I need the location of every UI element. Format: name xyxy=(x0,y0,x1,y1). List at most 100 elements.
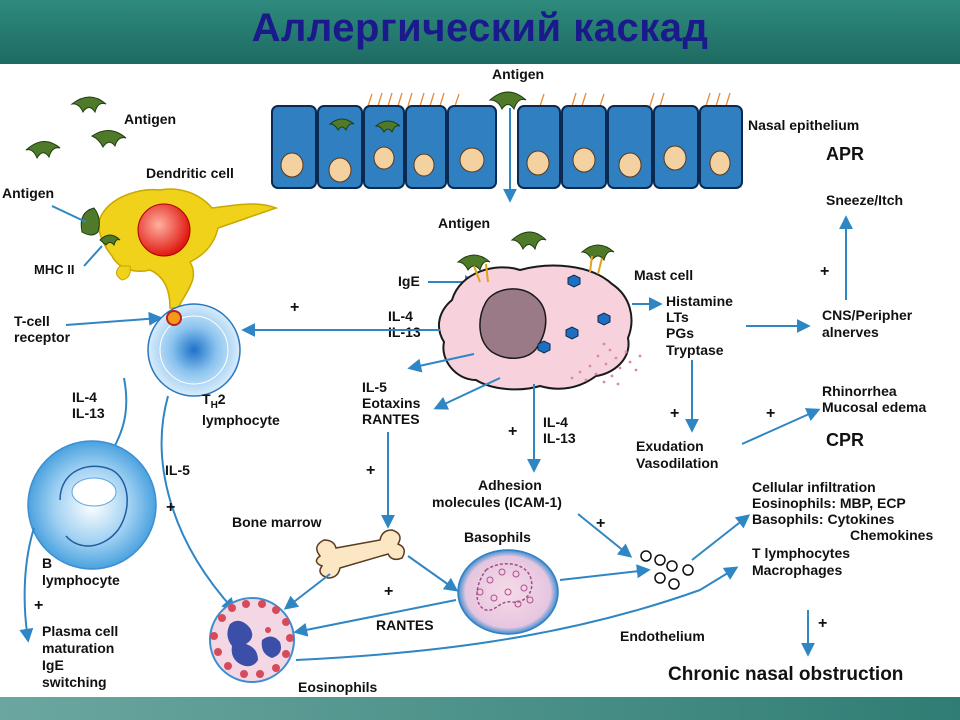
epithelium-cilia xyxy=(367,92,731,107)
il5-eot-label-1: IL-5 xyxy=(362,379,387,395)
plasma-label-2: maturation xyxy=(42,640,114,656)
il4-left-label: IL-4 xyxy=(72,389,97,405)
arrow-mast-to-il5 xyxy=(407,353,475,373)
basophils-label: Basophils xyxy=(464,529,531,545)
mast-cell xyxy=(437,244,642,391)
il4-mast-label: IL-4 xyxy=(388,308,413,324)
sneeze-label: Sneeze/Itch xyxy=(826,192,903,208)
adhesion-label-1: Adhesion xyxy=(478,477,542,493)
eosinophils-label: Eosinophils xyxy=(298,679,378,695)
apr-label: APR xyxy=(826,144,864,164)
arrow-tcell-receptor xyxy=(65,311,163,326)
title-bar: Аллергический каскад xyxy=(0,0,960,64)
tcell-receptor-label-1: T-cell xyxy=(14,313,50,329)
slide-title: Аллергический каскад xyxy=(251,6,709,50)
plasma-label-4: switching xyxy=(42,674,107,690)
th2-lymphocyte xyxy=(147,303,241,397)
chronic-label: Chronic nasal obstruction xyxy=(668,664,903,685)
b-lymph-label-1: B xyxy=(42,555,52,571)
cellular-label-4: Chemokines xyxy=(850,527,933,543)
plus-sign: + xyxy=(34,597,43,614)
plus-sign: + xyxy=(290,299,299,316)
endothelium-label: Endothelium xyxy=(620,628,705,644)
cellular-label-5: T lymphocytes xyxy=(752,545,850,561)
il13-mid-label: IL-13 xyxy=(543,430,576,446)
plus-sign: + xyxy=(166,499,175,516)
arrow-bone-to-basophils xyxy=(407,555,459,592)
cellular-label-2: Eosinophils: MBP, ECP xyxy=(752,495,906,511)
plasma-label-3: IgE xyxy=(42,657,64,673)
arrow-endothelium-to-cellular xyxy=(691,514,751,561)
bone-icon xyxy=(315,529,405,579)
arrow-bone-to-eosinophils xyxy=(283,573,331,610)
antigen-cluster-label: Antigen xyxy=(124,111,176,127)
leader-antigen xyxy=(51,205,87,223)
rhinorrhea-label: Rhinorrhea xyxy=(822,383,897,399)
mediator-histamine: Histamine xyxy=(666,293,733,309)
plus-sign: + xyxy=(366,462,375,479)
epithelium-antigens xyxy=(328,118,401,134)
il4-mid-label: IL-4 xyxy=(543,414,568,430)
arrow-mast-to-eotaxins xyxy=(433,377,501,410)
cellular-label-3: Basophils: Cytokines xyxy=(752,511,895,527)
basophil-cell xyxy=(457,549,559,635)
il5-label: IL-5 xyxy=(165,462,190,478)
b-lymph-label-2: lymphocyte xyxy=(42,572,120,588)
epithelium-nuclei xyxy=(280,145,731,183)
cellular-label-6: Macrophages xyxy=(752,562,842,578)
antigen-mast-icon xyxy=(510,231,547,251)
cns-label-2: alnerves xyxy=(822,324,879,340)
il5-eot-label-3: RANTES xyxy=(362,411,420,427)
antigen-top-icon xyxy=(488,91,527,111)
exudation-label: Exudation xyxy=(636,438,704,454)
arrow-adhesion-to-endothelium xyxy=(577,513,633,558)
il13-left-label: IL-13 xyxy=(72,405,105,421)
mediator-lts: LTs xyxy=(666,309,689,325)
arrow-th2-to-eosinophils xyxy=(160,395,236,613)
bone-marrow-label: Bone marrow xyxy=(232,514,322,530)
cpr-label: CPR xyxy=(826,430,864,450)
leader-mhc2 xyxy=(83,245,103,267)
antigen-cluster-icon xyxy=(25,96,127,160)
plus-sign: + xyxy=(596,515,605,532)
mhc2-label: MHC II xyxy=(34,262,74,277)
mediator-pgs: PGs xyxy=(666,325,694,341)
adhesion-label-2: molecules (ICAM-1) xyxy=(432,494,562,510)
arrow-eosinophils-to-endothelium xyxy=(295,566,739,661)
nasal-epithelium xyxy=(271,92,743,189)
mucosal-edema-label: Mucosal edema xyxy=(822,399,926,415)
arrow-basophils-to-eosinophils xyxy=(293,599,457,637)
b-lymphocyte xyxy=(27,440,157,570)
cellular-label-1: Cellular infiltration xyxy=(752,479,876,495)
tcell-receptor-label-2: receptor xyxy=(14,329,71,345)
vasodilation-label: Vasodilation xyxy=(636,455,718,471)
mast-cell-label: Mast cell xyxy=(634,267,693,283)
plasma-label-1: Plasma cell xyxy=(42,623,118,639)
arrow-basophils-to-endothelium xyxy=(559,564,651,581)
plus-sign: + xyxy=(818,615,827,632)
eosinophil-cell xyxy=(209,597,295,683)
antigen-top-label: Antigen xyxy=(492,66,544,82)
footer-bar xyxy=(0,697,960,720)
mediator-tryptase: Tryptase xyxy=(666,342,724,358)
rantes-label: RANTES xyxy=(376,617,434,633)
antigen-mast-label: Antigen xyxy=(438,215,490,231)
il5-eot-label-2: Eotaxins xyxy=(362,395,421,411)
plus-sign: + xyxy=(670,405,679,422)
nasal-epithelium-label: Nasal epithelium xyxy=(748,117,859,133)
endothelium-chain xyxy=(640,550,694,590)
ige-label: IgE xyxy=(398,273,420,289)
plus-sign: + xyxy=(384,583,393,600)
il13-mast-label: IL-13 xyxy=(388,324,421,340)
plus-sign: + xyxy=(508,423,517,440)
dendritic-cell xyxy=(80,188,279,309)
th2-label: TH2 xyxy=(202,391,226,411)
arrow-b-to-plasma xyxy=(19,527,35,643)
cns-label-1: CNS/Peripher xyxy=(822,307,913,323)
dendritic-cell-label: Dendritic cell xyxy=(146,165,234,181)
plus-sign: + xyxy=(766,405,775,422)
plus-sign: + xyxy=(820,263,829,280)
th2-label-2: lymphocyte xyxy=(202,412,280,428)
arrow-exudation-to-rhinorrhea xyxy=(741,408,821,445)
